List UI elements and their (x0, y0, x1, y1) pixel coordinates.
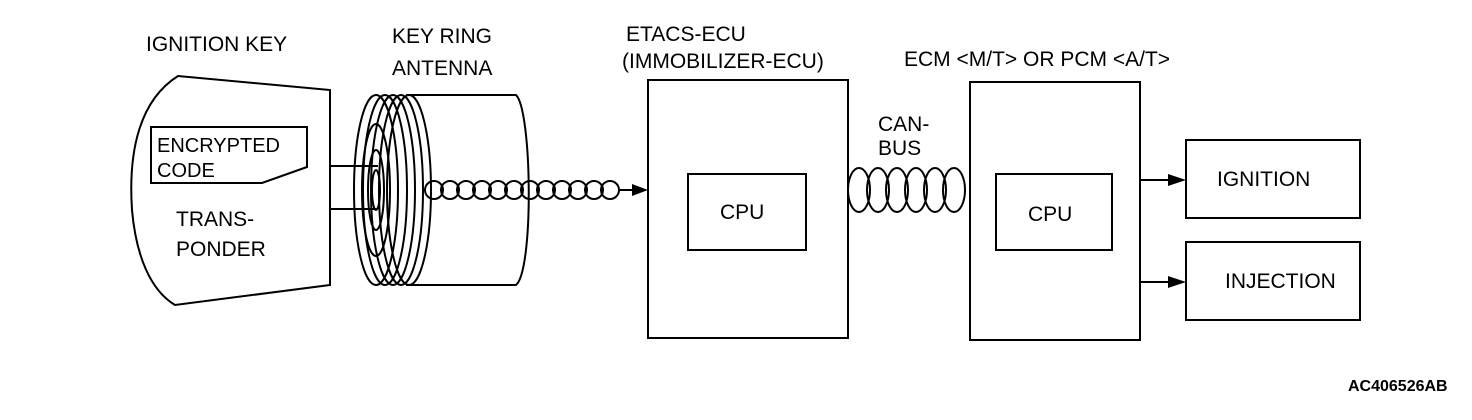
etacs-label-line1: ETACS-ECU (626, 23, 746, 46)
can-bus-label-line2: BUS (878, 137, 922, 160)
key-ring-label-line2: ANTENNA (392, 57, 493, 80)
encrypted-code-line1: ENCRYPTED (157, 135, 280, 157)
ecm-pcm-box (969, 81, 1141, 341)
encrypted-code-line2: CODE (157, 160, 215, 182)
ignition-box (1185, 139, 1361, 219)
injection-arrowhead (1168, 276, 1186, 288)
ecm-cpu-label: CPU (1028, 203, 1073, 226)
antenna-coil (353, 94, 432, 286)
transponder-label-line2: PONDER (176, 238, 266, 261)
etacs-ecu-box (647, 79, 849, 339)
rf-signal-coil (424, 180, 636, 200)
etacs-cpu-box (687, 173, 807, 251)
figure-code: AC406526AB (1348, 378, 1448, 395)
antenna-body (406, 94, 530, 286)
ignition-label: IGNITION (1217, 168, 1311, 191)
ignition-arrowhead (1168, 174, 1186, 186)
can-bus-label-line1: CAN- (878, 113, 930, 136)
can-bus-coil (847, 167, 966, 213)
ecm-pcm-label: ECM <M/T> OR PCM <A/T> (904, 48, 1171, 71)
ignition-key-head (130, 74, 331, 307)
injection-label: INJECTION (1225, 270, 1336, 293)
etacs-cpu-label: CPU (720, 201, 765, 224)
ignition-key-label: IGNITION KEY (146, 33, 288, 56)
transponder-label-line1: TRANS- (176, 208, 255, 231)
injection-box (1185, 241, 1361, 321)
etacs-label-line2: (IMMOBILIZER-ECU) (622, 50, 824, 73)
encrypted-code-box (150, 126, 308, 184)
key-ring-label-line1: KEY RING (392, 25, 492, 48)
rf-arrowhead (632, 184, 648, 196)
ecm-cpu-box (995, 173, 1113, 251)
